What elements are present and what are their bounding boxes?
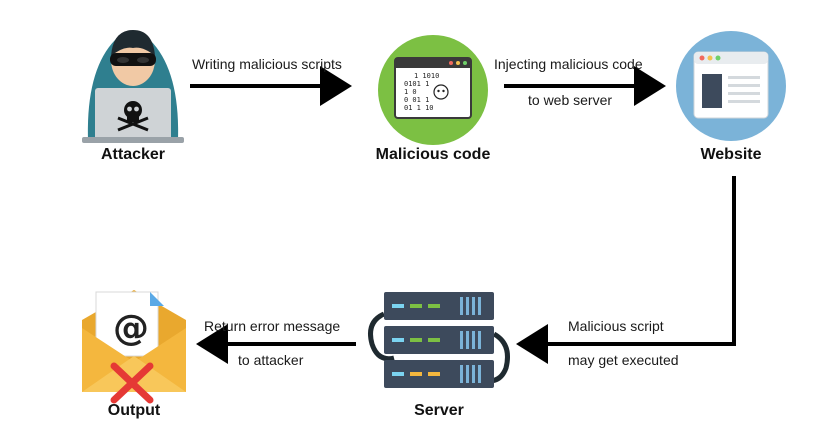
skull-icon <box>117 101 149 132</box>
malicious-code-icon: 1 1010 0101 1 1 0 0 01 1 01 1 10 <box>378 35 488 145</box>
code-line-4: 0 01 1 <box>404 96 429 104</box>
code-line-2: 0101 1 <box>404 80 429 88</box>
code-line-5: 01 1 10 <box>404 104 434 112</box>
edge-label-executed-2: may get executed <box>568 352 679 368</box>
node-label-attacker: Attacker <box>100 146 166 163</box>
envelope-icon: @ <box>82 290 186 404</box>
node-label-malicious-code: Malicious code <box>375 146 491 163</box>
edge-label-writing: Writing malicious scripts <box>192 56 342 72</box>
attacker-icon <box>82 30 184 143</box>
node-label-server: Server <box>414 402 464 419</box>
edge-label-return-2: to attacker <box>238 352 304 368</box>
arrow-website-to-server <box>516 176 736 364</box>
edge-label-injecting-1: Injecting malicious code <box>494 56 643 72</box>
at-sign-icon: @ <box>113 308 149 349</box>
server-icon <box>368 292 510 388</box>
code-line-1: 1 1010 <box>414 72 439 80</box>
node-label-output: Output <box>107 402 161 419</box>
edge-label-return-1: Return error message <box>204 318 341 334</box>
edge-label-injecting-2: to web server <box>528 92 613 108</box>
edge-label-executed-1: Malicious script <box>568 318 664 334</box>
node-label-website: Website <box>700 146 762 163</box>
red-x-icon <box>110 362 154 404</box>
website-icon <box>676 31 786 141</box>
code-line-3: 1 0 <box>404 88 417 96</box>
code-skull-icon <box>433 84 449 100</box>
